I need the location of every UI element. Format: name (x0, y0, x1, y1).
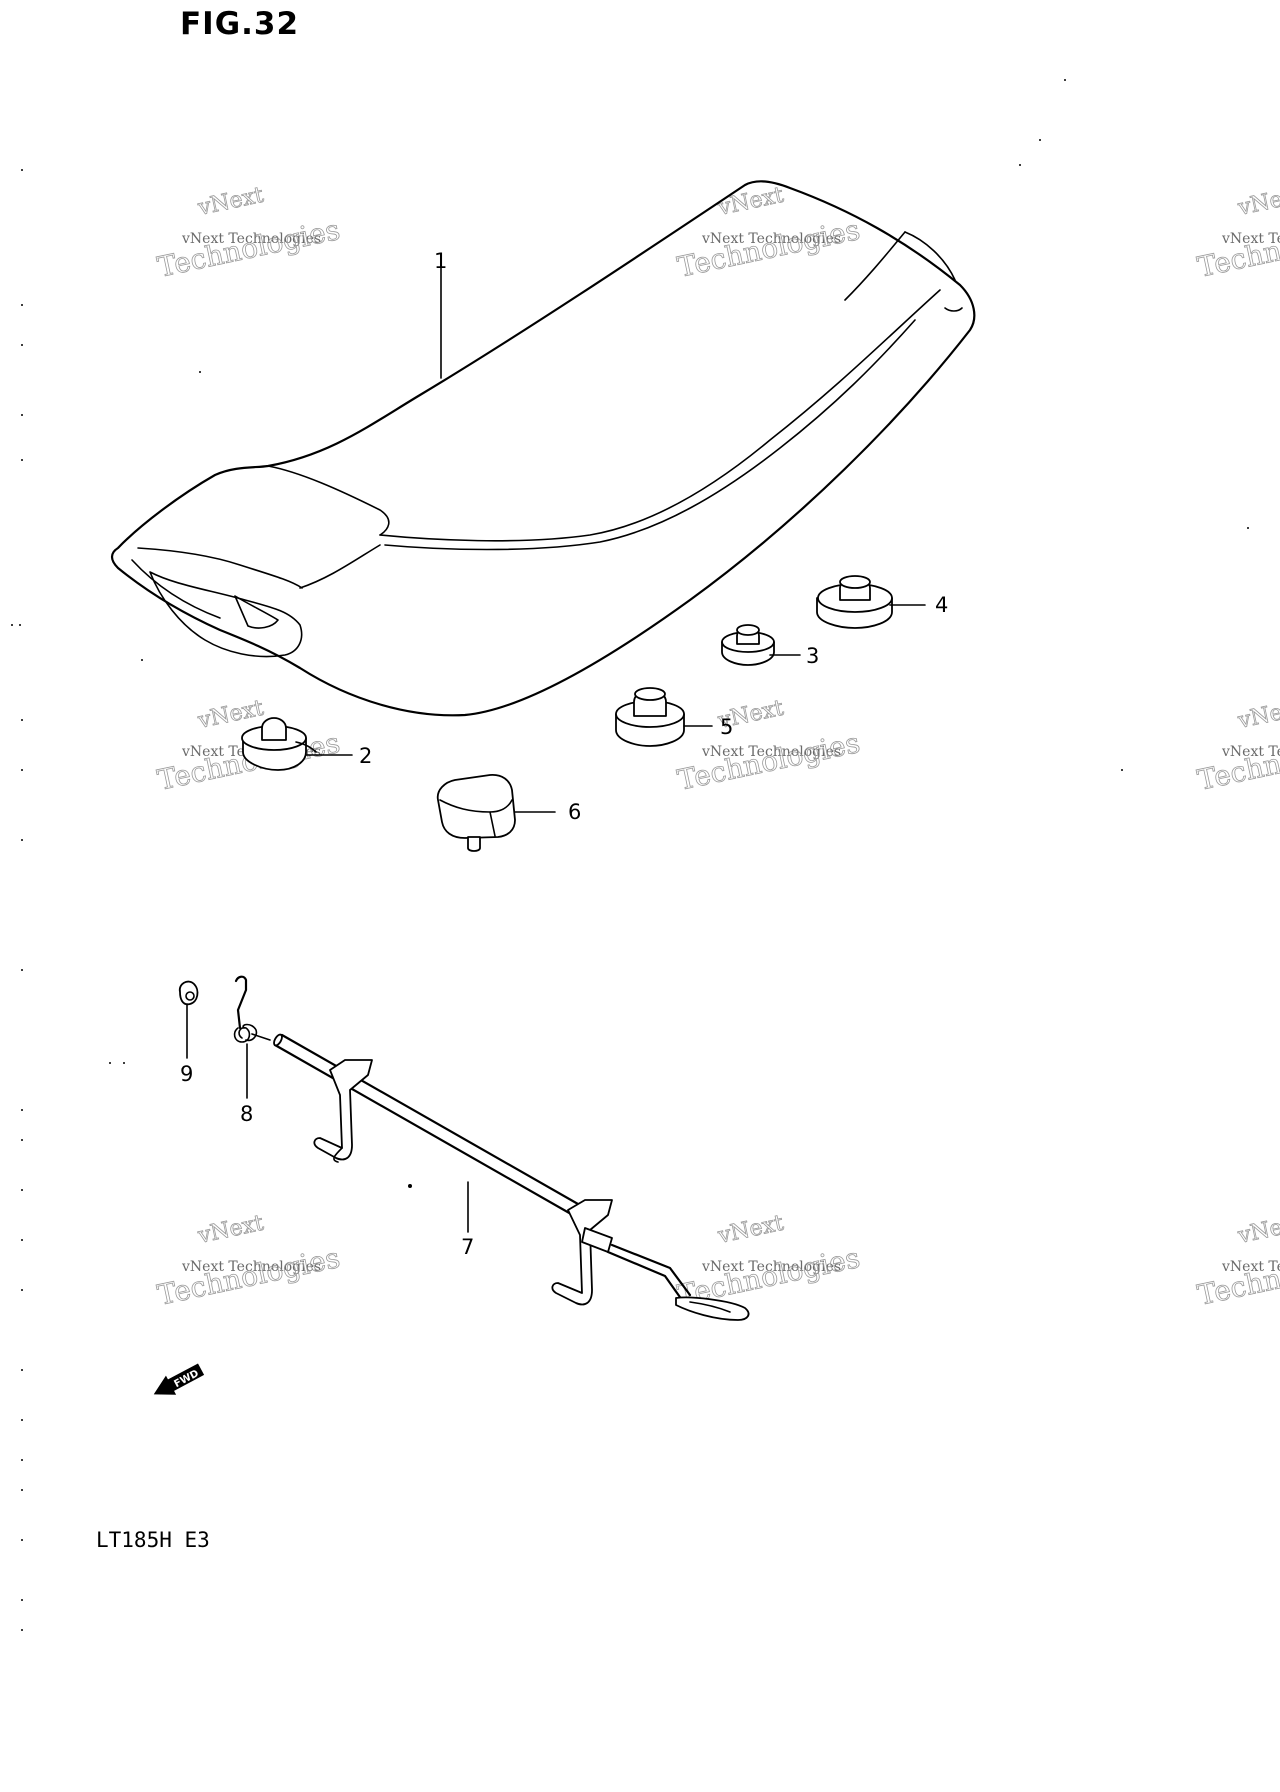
stopper-block-part (436, 774, 516, 852)
watermark: vNext vNext Technologies Technologies (154, 182, 343, 284)
svg-text:vNext Technologies: vNext Technologies (181, 231, 321, 247)
seat-cushion-part (241, 717, 317, 771)
watermark: vNext vNext Technologies Technologies (154, 1210, 343, 1312)
callout-leaders (186, 267, 926, 1233)
svg-text:vNext Technologies: vNext Technologies (181, 1259, 321, 1275)
svg-text:vNext Technologies: vNext Technologies (701, 744, 841, 760)
callout-5: 5 (720, 715, 733, 739)
svg-text:Technologies: Technologies (155, 1241, 343, 1312)
callout-9: 9 (180, 1062, 193, 1086)
medium-cushion-part (615, 687, 685, 747)
watermark: vNext vNext Technologies Technologies (674, 1210, 863, 1312)
svg-text:vNext: vNext (1235, 183, 1280, 221)
clip-washer-part (178, 980, 199, 1006)
svg-text:vNext Technologies: vNext Technologies (701, 1259, 841, 1275)
scan-specks (11, 79, 1249, 1631)
watermark: vNext vNext Technologies Technologies (674, 182, 863, 284)
svg-text:Technologies: Technologies (155, 213, 343, 284)
callout-1: 1 (434, 249, 447, 273)
svg-text:vNext: vNext (715, 183, 786, 221)
callout-7: 7 (461, 1235, 474, 1259)
svg-text:Technologies: Technologies (1195, 1241, 1280, 1312)
callout-2: 2 (359, 744, 372, 768)
svg-text:vNext: vNext (195, 1211, 266, 1249)
svg-text:vNext Technologies: vNext Technologies (1221, 231, 1280, 247)
svg-text:vNext Technologies: vNext Technologies (701, 231, 841, 247)
model-label: LT185H E3 (96, 1528, 210, 1552)
callout-8: 8 (240, 1102, 253, 1126)
forward-arrow-icon: FWD (153, 1363, 205, 1395)
svg-text:vNext: vNext (1235, 696, 1280, 734)
svg-text:vNext: vNext (715, 1211, 786, 1249)
seat-lock-rod-part (273, 1033, 750, 1321)
svg-text:Technologies: Technologies (675, 726, 863, 797)
spring-part (233, 975, 271, 1043)
callout-3: 3 (806, 644, 819, 668)
svg-text:vNext: vNext (1235, 1211, 1280, 1249)
callout-labels: 1 2 3 4 5 6 7 8 9 (180, 249, 948, 1259)
svg-text:vNext Technologies: vNext Technologies (1221, 744, 1280, 760)
seat-part (110, 180, 976, 717)
watermark: vNext vNext Technologies Technologies (1194, 1210, 1280, 1312)
watermark: vNext vNext Technologies Technologies (1194, 695, 1280, 797)
svg-text:Technologies: Technologies (675, 213, 863, 284)
large-cushion-part (816, 575, 893, 629)
small-cushion-part (721, 624, 775, 666)
svg-text:vNext Technologies: vNext Technologies (1221, 1259, 1280, 1275)
watermark: vNext vNext Technologies Technologies (674, 695, 863, 797)
svg-text:Technologies: Technologies (1195, 726, 1280, 797)
watermark: vNext vNext Technologies Technologies (1194, 182, 1280, 284)
figure-title: FIG.32 (180, 6, 300, 42)
svg-text:vNext: vNext (195, 183, 266, 221)
svg-text:Technologies: Technologies (1195, 213, 1280, 284)
callout-4: 4 (935, 593, 948, 617)
callout-6: 6 (568, 800, 581, 824)
